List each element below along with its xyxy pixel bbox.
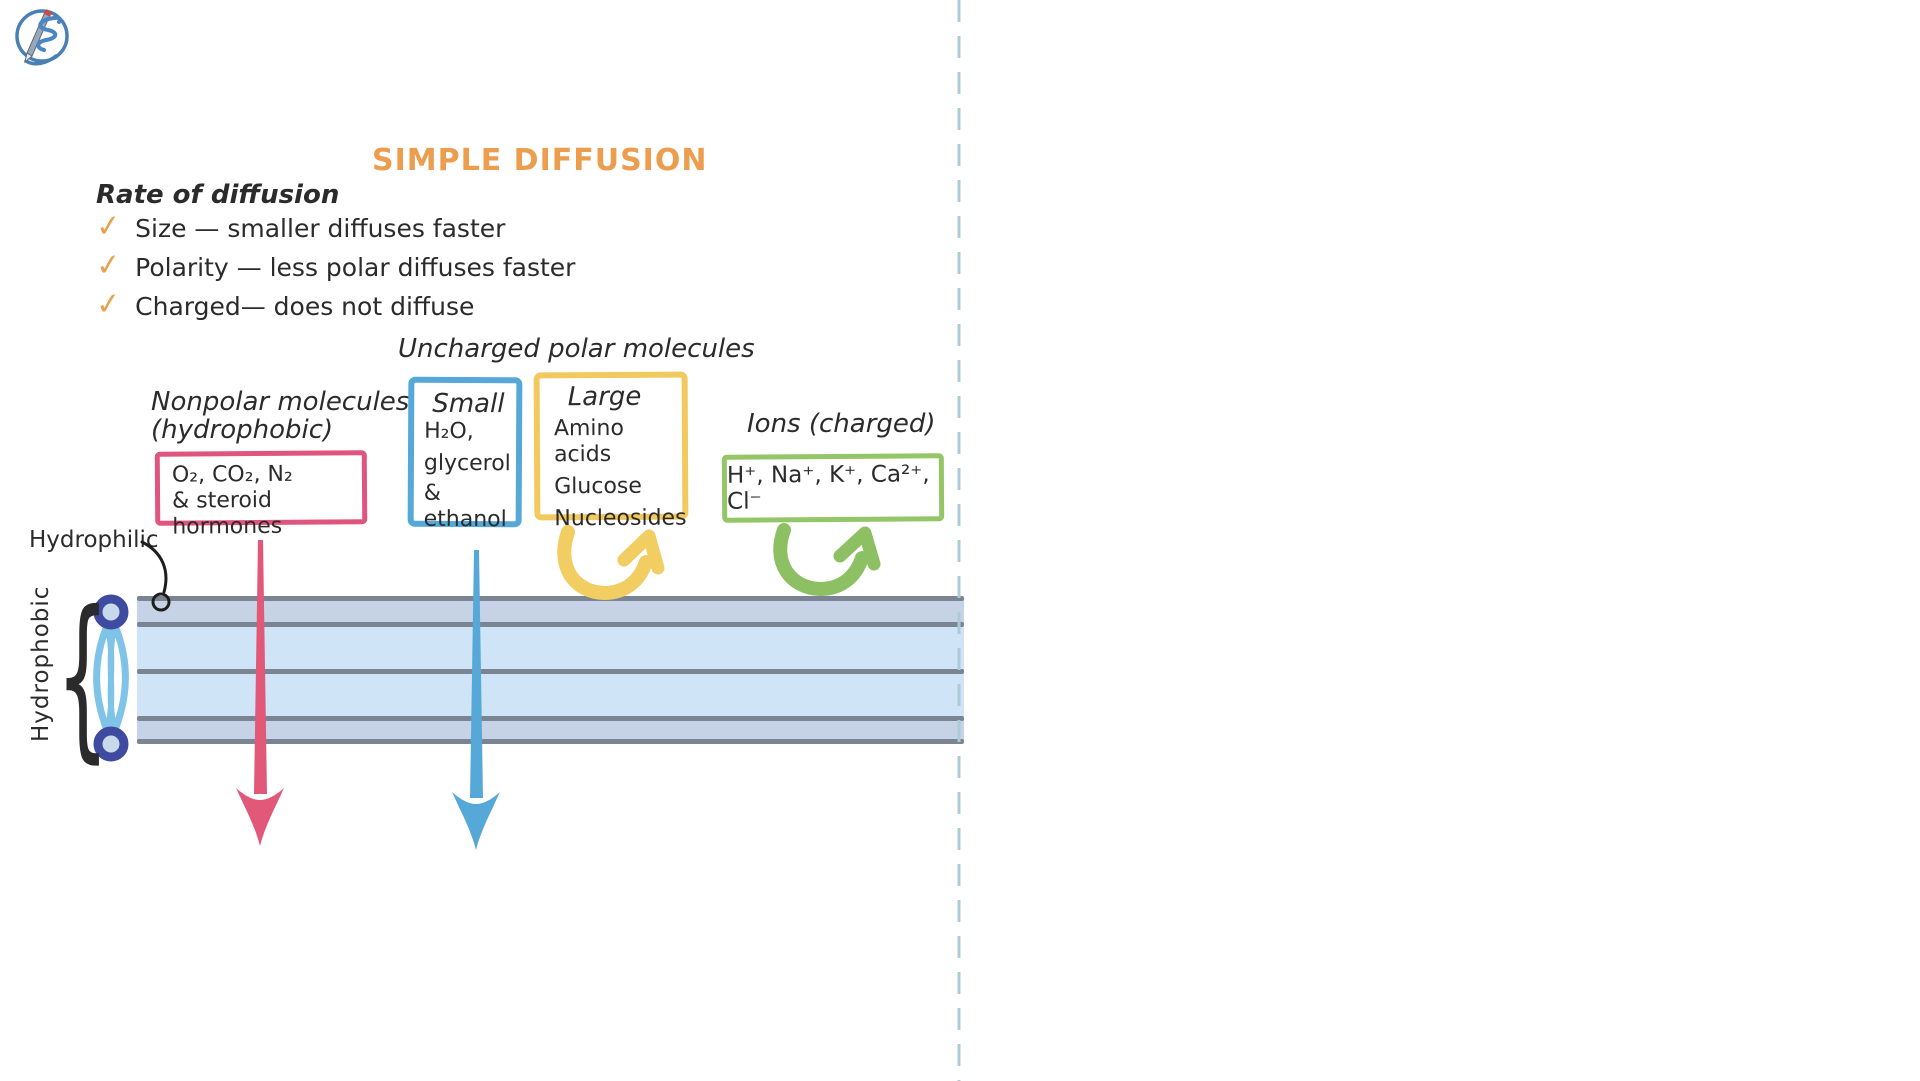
nonpolar-content-line1: O₂, CO₂, N₂ <box>171 461 293 488</box>
hydrophobic-label: Hydrophobic <box>28 585 54 742</box>
sketchy-pencil-snake-logo <box>15 9 69 66</box>
bilayer-line <box>137 669 964 674</box>
bilayer-band <box>137 624 964 670</box>
page-divider-dashed-line <box>957 0 961 1081</box>
checklist-item-label: Size — smaller diffuses faster <box>135 214 506 243</box>
small-box-item: H₂O, <box>424 418 474 445</box>
large-box-item: Glucose <box>554 473 642 500</box>
bilayer-line <box>137 739 964 744</box>
nonpolar-label: Nonpolar molecules (hydrophobic) <box>151 388 409 444</box>
ions-label: Ions (charged) <box>747 409 936 439</box>
bilayer-line <box>137 716 964 721</box>
page-title: SIMPLE DIFFUSION <box>372 143 708 178</box>
nonpolar-molecules-box: O₂, CO₂, N₂ & steroid hormones <box>154 450 368 540</box>
small-box-item: glycerol <box>423 450 511 477</box>
check-icon: ✓ <box>94 285 123 324</box>
small-polar-molecules-box: Small H₂O, glycerol & ethanol <box>407 376 523 532</box>
bilayer-band <box>137 718 964 740</box>
bilayer-band <box>137 672 964 718</box>
check-icon: ✓ <box>94 207 123 246</box>
small-box-item: & ethanol <box>423 480 507 533</box>
checklist-item-label: Polarity — less polar diffuses faster <box>135 253 576 282</box>
lipid-bilayer <box>137 596 964 744</box>
small-box-title: Small <box>432 388 505 420</box>
bilayer-band <box>137 600 964 624</box>
phospholipid-icon <box>93 594 129 762</box>
large-polar-molecules-box: Large Amino acids Glucose Nucleosides <box>533 371 689 531</box>
large-box-item: Amino acids <box>553 415 624 468</box>
check-icon: ✓ <box>94 246 123 285</box>
bilayer-line <box>137 622 964 627</box>
nonpolar-diffusion-arrow-icon <box>236 540 284 846</box>
hydrophobic-brace: { <box>56 573 110 779</box>
bilayer-line <box>137 596 964 601</box>
checklist-item-label: Charged— does not diffuse <box>135 292 475 321</box>
ions-box: H⁺, Na⁺, K⁺, Ca²⁺, Cl⁻ <box>721 453 945 523</box>
hydrophilic-pointer <box>140 540 171 612</box>
large-polar-blocked-arrow-icon <box>557 525 665 601</box>
nonpolar-label-line2: (hydrophobic) <box>151 415 334 445</box>
checklist-item-polarity: ✓ Polarity — less polar diffuses faster <box>94 246 576 285</box>
rate-of-diffusion-heading: Rate of diffusion <box>96 180 340 210</box>
rate-checklist: ✓ Size — smaller diffuses faster ✓ Polar… <box>94 207 576 331</box>
ions-blocked-arrow-icon <box>773 523 881 597</box>
uncharged-polar-heading: Uncharged polar molecules <box>398 334 755 364</box>
checklist-item-charged: ✓ Charged— does not diffuse <box>94 285 575 324</box>
checklist-item-size: ✓ Size — smaller diffuses faster <box>94 207 575 246</box>
nonpolar-label-line1: Nonpolar molecules <box>151 387 410 417</box>
large-box-title: Large <box>567 381 642 413</box>
nonpolar-content-line2: & steroid hormones <box>172 487 283 540</box>
ions-content: H⁺, Na⁺, K⁺, Ca²⁺, Cl⁻ <box>726 461 930 515</box>
hydrophilic-label: Hydrophilic <box>29 527 159 553</box>
small-polar-diffusion-arrow-icon <box>452 550 500 850</box>
